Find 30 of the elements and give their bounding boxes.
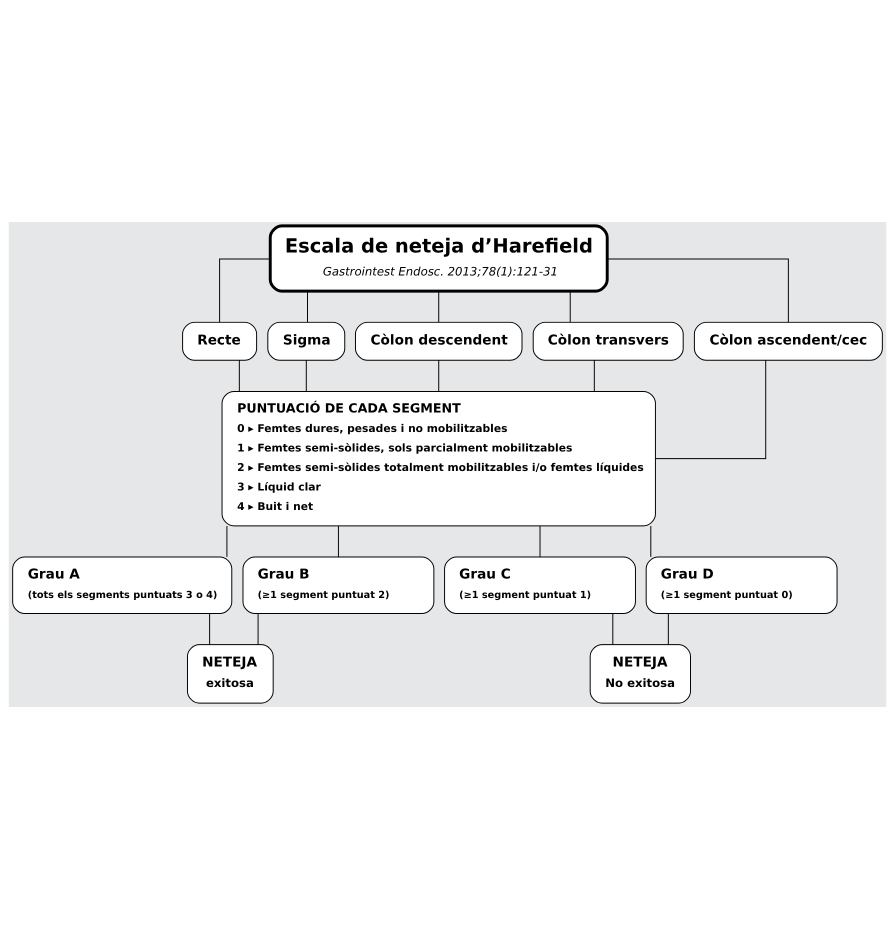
connector <box>612 613 614 646</box>
connector <box>307 290 308 323</box>
node-box: PUNTUACIÓ DE CADA SEGMENT 0 ▸ Femtes dures, pesades i no mobilitzables 1 ▸ Femtes semi-sòlides, sols parcialment mobilitzables 2 ▸ Femtes semi-sòlides totalment mobilitzables i/o femtes líquides 3 ▸ Líquid clar 4 ▸ Buit i net <box>222 390 656 526</box>
connector <box>338 526 339 558</box>
node-box: NETEJA exitosa <box>186 644 274 704</box>
node-box: Còlon ascendent/cec <box>694 322 883 361</box>
node-box: Recte <box>182 322 258 361</box>
connector <box>209 613 210 646</box>
node-box: Escala de neteja d’Harefield Gastrointest Endosc. 2013;78(1):121-31 <box>268 224 609 293</box>
connector <box>606 258 789 323</box>
connector <box>654 360 766 460</box>
connector <box>219 258 271 323</box>
node-box: Grau C (≥1 segment puntuat 1) <box>444 556 636 614</box>
connector <box>650 526 652 558</box>
node-box: NETEJA No exitosa <box>590 644 691 704</box>
connector <box>226 526 228 558</box>
node-box: Còlon transvers <box>532 322 684 361</box>
node-box: Grau A (tots els segments puntuats 3 o 4) <box>12 556 232 614</box>
node-box: Sigma <box>267 322 346 361</box>
node-box: Còlon descendent <box>354 322 522 361</box>
node-box: Grau B (≥1 segment puntuat 2) <box>242 556 434 614</box>
connector <box>570 290 571 323</box>
node-box: Grau D (≥1 segment puntuat 0) <box>646 556 838 614</box>
connector <box>438 360 440 392</box>
connector <box>258 613 259 646</box>
connector <box>306 360 307 392</box>
connector <box>594 360 595 392</box>
connector <box>438 290 440 323</box>
connector <box>668 613 669 646</box>
connector <box>238 360 240 392</box>
